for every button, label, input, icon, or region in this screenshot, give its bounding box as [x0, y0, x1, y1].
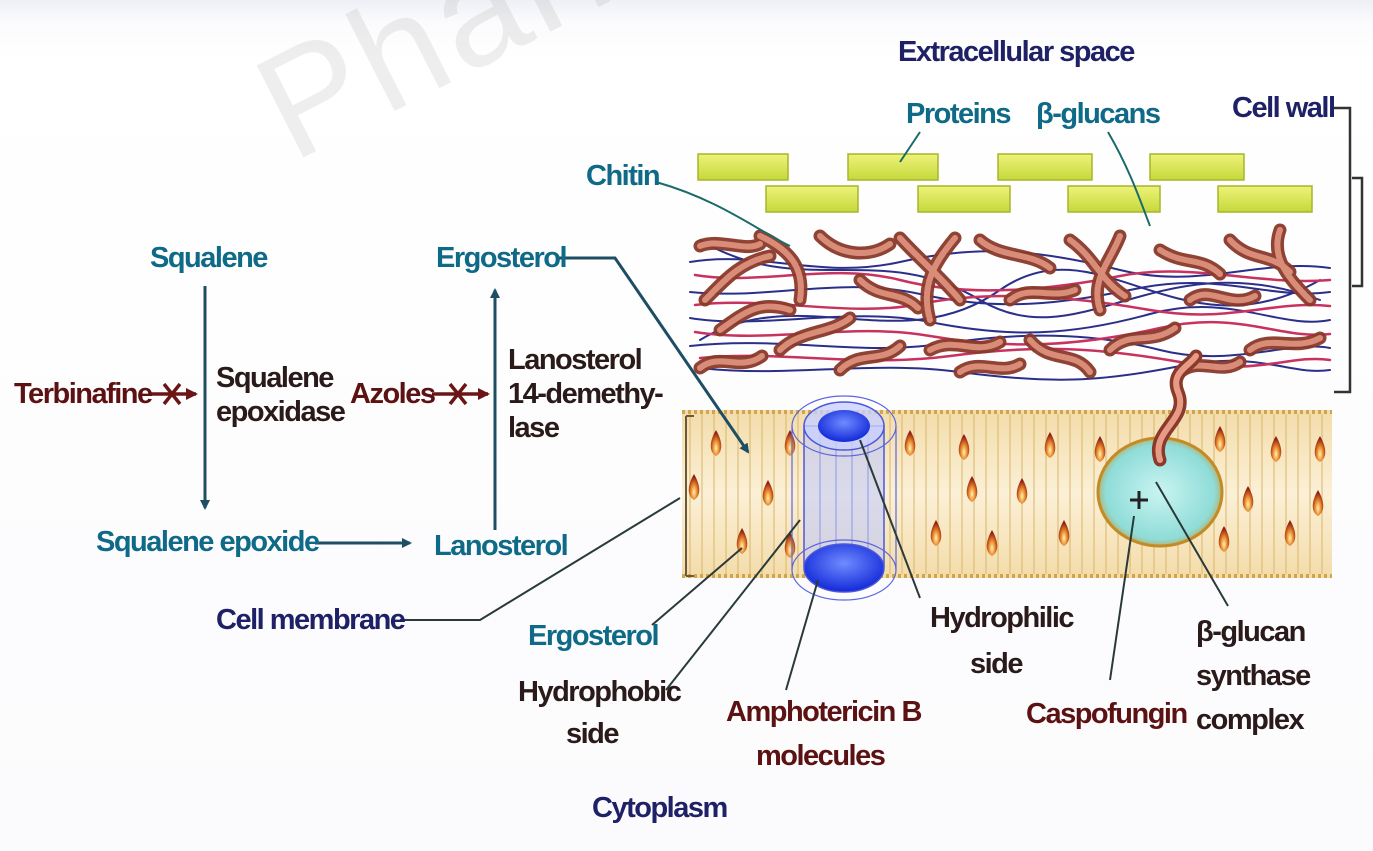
ergosterol-membrane-label: Ergosterol	[528, 620, 658, 652]
chitin-label: Chitin	[586, 160, 659, 192]
cell-membrane-bilayer	[682, 410, 1332, 578]
amphotericin-channel	[792, 396, 896, 600]
amphotericin-line1: Amphotericin B	[726, 696, 921, 728]
hydrophilic-side-line2: side	[970, 648, 1022, 680]
cytoplasm-label: Cytoplasm	[592, 792, 727, 824]
amphotericin-line2: molecules	[756, 740, 884, 772]
extracellular-space-label: Extracellular space	[898, 36, 1134, 68]
hydrophobic-side-line2: side	[566, 718, 618, 750]
beta-glucan-synthase-line3: complex	[1196, 704, 1303, 736]
squalene-label: Squalene	[150, 242, 267, 274]
glucan-chitin-mesh	[690, 230, 1330, 380]
protein-layer	[698, 154, 1312, 212]
beta-glucans-label: β-glucans	[1036, 98, 1159, 130]
beta-glucan-synthase-line2: synthase	[1196, 660, 1310, 692]
lanosterol-demethylase-line3: lase	[508, 412, 558, 444]
azoles-label: Azoles	[350, 378, 434, 410]
cell-wall-bracket	[1334, 108, 1362, 392]
lanosterol-label: Lanosterol	[434, 530, 567, 562]
terbinafine-label: Terbinafine	[14, 378, 152, 410]
caspofungin-label: Caspofungin	[1026, 698, 1187, 730]
beta-glucan-synthase-line1: β-glucan	[1196, 616, 1305, 648]
squalene-epoxide-label: Squalene epoxide	[96, 526, 319, 558]
squalene-epoxidase-line2: epoxidase	[216, 396, 344, 428]
cell-membrane-label: Cell membrane	[216, 604, 404, 636]
hydrophobic-side-line1: Hydrophobic	[518, 676, 680, 708]
cell-wall-label: Cell wall	[1232, 92, 1335, 124]
hydrophilic-side-line1: Hydrophilic	[930, 602, 1073, 634]
lanosterol-demethylase-line2: 14-demethy-	[508, 378, 662, 410]
proteins-label: Proteins	[906, 98, 1010, 130]
ergosterol-pathway-label: Ergosterol	[436, 242, 566, 274]
squalene-epoxidase-line1: Squalene	[216, 362, 333, 394]
lanosterol-demethylase-line1: Lanosterol	[508, 344, 641, 376]
